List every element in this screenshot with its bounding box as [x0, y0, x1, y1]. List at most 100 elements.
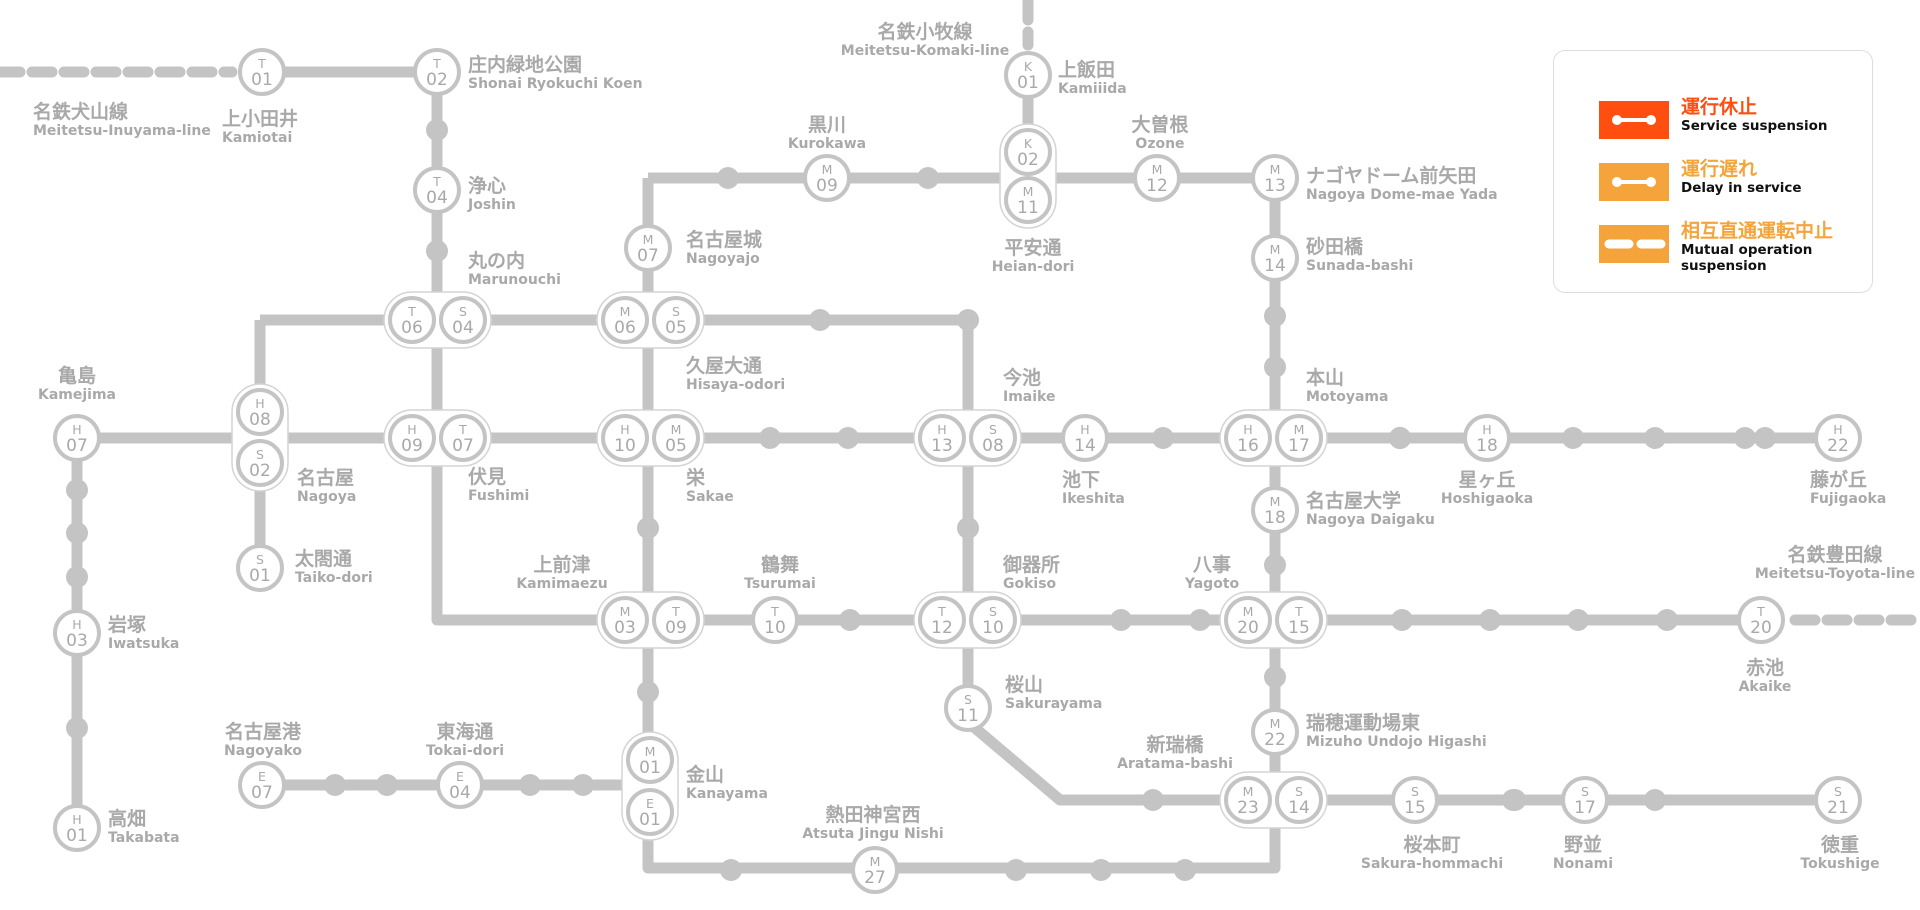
station-marker[interactable] [652, 414, 700, 462]
station-marker[interactable] [1133, 154, 1181, 202]
station-marker[interactable] [413, 48, 461, 96]
station-marker[interactable] [236, 544, 284, 592]
station-name-en: Kanayama [686, 786, 768, 802]
station-iwatsuka[interactable]: H03 [53, 609, 101, 657]
station-marker[interactable] [53, 414, 101, 462]
station-shonai[interactable]: T02 [413, 48, 461, 96]
station-marker[interactable] [601, 296, 649, 344]
station-sakurayama[interactable]: S11 [944, 684, 992, 732]
station-marker[interactable] [652, 596, 700, 644]
station-marker[interactable] [1251, 708, 1299, 756]
station-marker[interactable] [626, 736, 674, 784]
station-hoshigaoka[interactable]: H18 [1463, 414, 1511, 462]
station-marker[interactable] [238, 761, 286, 809]
station-takabata[interactable]: H01 [53, 804, 101, 852]
station-marker[interactable] [1275, 776, 1323, 824]
station-nagoyajo[interactable]: M07 [624, 224, 672, 272]
station-nagoyadome[interactable]: M13 [1251, 154, 1299, 202]
station-tsurumai[interactable]: T10 [751, 596, 799, 644]
station-marker[interactable] [1251, 234, 1299, 282]
station-marker[interactable] [388, 296, 436, 344]
line-letter: H [1080, 422, 1089, 437]
station-marker[interactable] [1463, 414, 1511, 462]
station-marker[interactable] [624, 224, 672, 272]
station-marker[interactable] [1814, 776, 1862, 824]
station-marker[interactable] [601, 414, 649, 462]
station-marker[interactable] [236, 439, 284, 487]
station-marker[interactable] [238, 48, 286, 96]
station-ikeshita[interactable]: H14 [1061, 414, 1109, 462]
station-marker[interactable] [1061, 414, 1109, 462]
station-taiko[interactable]: S01 [236, 544, 284, 592]
station-marker[interactable] [436, 761, 484, 809]
station-joshin[interactable]: T04 [413, 166, 461, 214]
station-akaike[interactable]: T20 [1737, 596, 1785, 644]
station-marker[interactable] [1224, 776, 1272, 824]
station-kamiotai[interactable]: T01 [238, 48, 286, 96]
station-tokushige[interactable]: S21 [1814, 776, 1862, 824]
station-marker[interactable] [1391, 776, 1439, 824]
station-marker[interactable] [53, 804, 101, 852]
station-marker[interactable] [851, 846, 899, 894]
station-kurokawa[interactable]: M09 [803, 154, 851, 202]
station-marker[interactable] [413, 166, 461, 214]
station-ozone[interactable]: M12 [1133, 154, 1181, 202]
station-marker[interactable] [388, 414, 436, 462]
station-mizuho[interactable]: M22 [1251, 708, 1299, 756]
station-nagoyako[interactable]: E07 [238, 761, 286, 809]
station-marker[interactable] [1275, 414, 1323, 462]
station-marker[interactable] [1814, 414, 1862, 462]
station-marker[interactable] [918, 596, 966, 644]
station-marker[interactable] [439, 414, 487, 462]
station-marker[interactable] [1004, 176, 1052, 224]
station-nagoyadaigaku[interactable]: M18 [1251, 486, 1299, 534]
station-marker[interactable] [918, 414, 966, 462]
station-marker[interactable] [1251, 486, 1299, 534]
station-marker[interactable] [439, 296, 487, 344]
station-marker[interactable] [803, 154, 851, 202]
external-line-toyota-jp: 名鉄豊田線 [1787, 543, 1882, 566]
line-letter: M [1152, 162, 1163, 177]
station-kamejima[interactable]: H07 [53, 414, 101, 462]
station-marker[interactable] [1004, 128, 1052, 176]
station-marker[interactable] [1224, 414, 1272, 462]
station-marker[interactable] [626, 788, 674, 836]
station-name-jp: 新瑞橋 [1146, 733, 1204, 756]
station-marker[interactable] [601, 596, 649, 644]
line-letter: S [1834, 784, 1842, 799]
station-marker[interactable] [1561, 776, 1609, 824]
station-marker[interactable] [236, 388, 284, 436]
station-marker[interactable] [1224, 596, 1272, 644]
station-fujigaoka[interactable]: H22 [1814, 414, 1862, 462]
station-marker[interactable] [969, 414, 1017, 462]
station-sakurahommachi[interactable]: S15 [1391, 776, 1439, 824]
station-marker[interactable] [1251, 154, 1299, 202]
station-name-en: Sakae [686, 489, 734, 505]
station-marker[interactable] [1004, 51, 1052, 99]
station-marker[interactable] [944, 684, 992, 732]
station-sunada[interactable]: M14 [1251, 234, 1299, 282]
station-kamiiida[interactable]: K01 [1004, 51, 1052, 99]
station-marker[interactable] [969, 596, 1017, 644]
station-marker[interactable] [1275, 596, 1323, 644]
station-atsuta[interactable]: M27 [851, 846, 899, 894]
station-marker[interactable] [652, 296, 700, 344]
station-nonami[interactable]: S17 [1561, 776, 1609, 824]
station-marker[interactable] [751, 596, 799, 644]
station-marker[interactable] [53, 609, 101, 657]
station-marker[interactable] [1737, 596, 1785, 644]
station-tokai[interactable]: E04 [436, 761, 484, 809]
